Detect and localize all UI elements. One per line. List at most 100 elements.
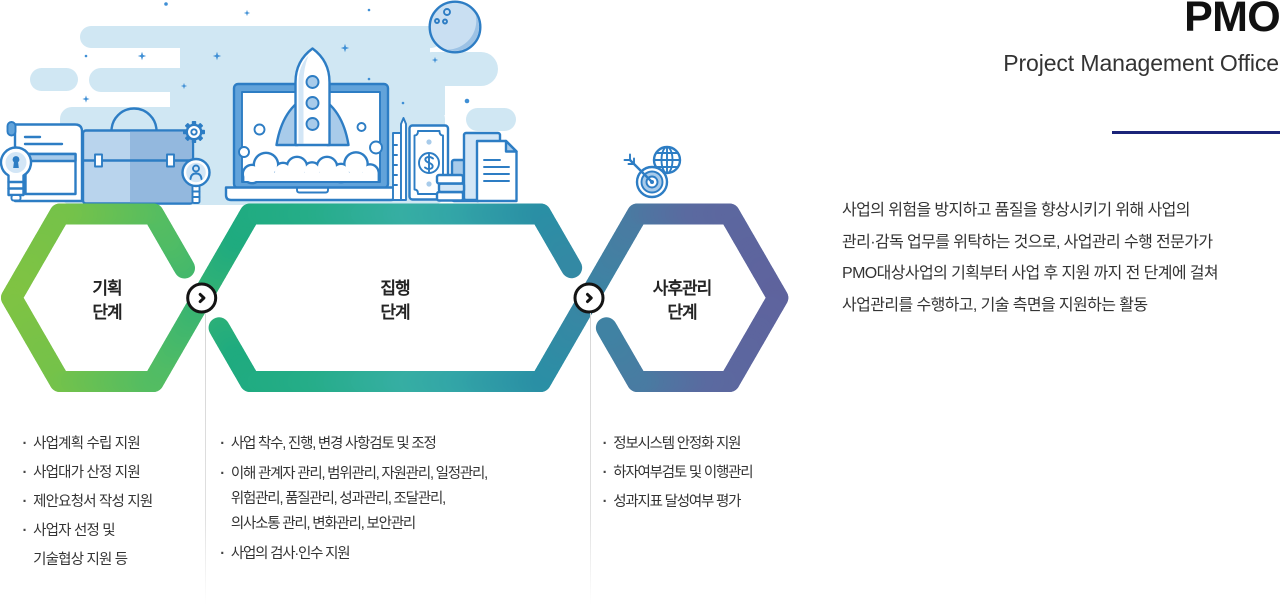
smoke-puff <box>255 154 277 176</box>
bill-dot <box>426 181 432 187</box>
connector-circle <box>573 282 605 314</box>
cloud-band <box>30 68 78 91</box>
description-line: PMO대상사업의 기획부터 사업 후 지원 까지 전 단계에 걸쳐 <box>842 265 1219 282</box>
star-dot-icon <box>367 8 371 12</box>
stage-title-line: 사후관리 <box>652 279 713 298</box>
rocket-fin-right <box>325 101 350 147</box>
bubble-icon <box>253 123 266 136</box>
bullet-icon: · <box>220 545 226 562</box>
task-item: · 사업자 선정 및 기술협상 지원 등 <box>23 517 153 575</box>
bullet-icon: · <box>602 464 608 481</box>
task-text: 기술협상 지원 등 <box>33 551 128 568</box>
stage-label-execution: 집행 단계 <box>325 277 465 325</box>
coin-stack-icon <box>435 173 466 202</box>
gear-icon <box>183 121 205 143</box>
task-text: 의사소통 관리, 변화관리, 보안관리 <box>230 515 416 532</box>
task-text: 사업의 검사·인수 지원 <box>230 545 351 562</box>
flow-band-gradient <box>1 203 789 392</box>
task-item: · 이해 관계자 관리, 범위관리, 자원관리, 일정관리, 위험관리, 품질관… <box>220 462 488 537</box>
task-text: 사업자 선정 및 <box>33 522 116 539</box>
task-item: · 사업 착수, 진행, 변경 사항검토 및 조정 <box>220 432 487 457</box>
moon-disc <box>428 0 482 54</box>
coin <box>435 173 465 185</box>
pen-stick <box>400 117 407 201</box>
column-divider <box>205 313 206 605</box>
globe-grid-lines <box>653 146 681 174</box>
bullet-icon: · <box>602 493 608 510</box>
arrow-icon <box>623 153 653 183</box>
bubble-icon <box>238 146 250 158</box>
task-item: · 하자여부검토 및 이행관리 <box>602 459 754 488</box>
connector-circle <box>186 282 218 314</box>
bubble-icon <box>356 122 367 132</box>
task-list-execution: · 사업 착수, 진행, 변경 사항검토 및 조정 · 이해 관계자 관리, 범… <box>220 432 488 572</box>
bullet-icon: · <box>220 465 226 482</box>
briefcase-shade <box>130 131 192 203</box>
gear-hub <box>190 128 198 136</box>
task-item: · 사업계획 수립 지원 <box>23 430 153 459</box>
briefcase-clasp <box>94 153 103 168</box>
sparkles <box>82 2 470 105</box>
moon-shadow <box>446 15 479 51</box>
laptop-notch <box>296 186 329 194</box>
browser-window-icon <box>24 152 77 196</box>
light-bulb-icon <box>0 146 33 202</box>
bubble-icons <box>238 122 383 158</box>
task-text: 사업계획 수립 지원 <box>33 435 141 452</box>
bullet-icon: · <box>602 435 608 452</box>
bullet-icon: · <box>22 464 28 481</box>
keyhole-slot <box>13 160 19 168</box>
stage-title-line: 기획 <box>92 279 122 298</box>
process-flow-diagram <box>1 203 789 392</box>
arrow-fletching <box>623 153 635 165</box>
rocket-fin-left <box>275 101 300 147</box>
scroll-curl <box>6 121 17 137</box>
briefcase-clasp <box>166 153 175 168</box>
task-text: 위험관리, 품질관리, 성과관리, 조달관리, <box>230 490 446 507</box>
stage-title-line: 집행 <box>380 279 410 298</box>
description-line: 사업의 위험을 방지하고 품질을 향상시키기 위해 사업의 <box>842 202 1190 219</box>
sparkle-icon <box>212 51 222 61</box>
cloud-band <box>415 52 498 86</box>
task-text: 정보시스템 안정화 지원 <box>613 435 741 452</box>
window-title-bar <box>24 152 77 163</box>
star-dot-icon <box>367 77 371 81</box>
bubble-icon <box>369 140 383 155</box>
user-search-icon <box>181 157 211 204</box>
task-item: · 정보시스템 안정화 지원 <box>603 430 753 459</box>
scroll-text-lines <box>23 135 64 146</box>
task-item: · 사업의 검사·인수 지원 <box>220 542 487 567</box>
document-text-lines <box>483 159 510 182</box>
sparkle-icon <box>431 56 439 64</box>
star-dot-icon <box>164 2 168 6</box>
dollar-sign-icon <box>424 153 434 173</box>
smoke-base <box>244 172 378 181</box>
description-line: 관리·감독 업무를 위탁하는 것으로, 사업관리 수행 전문가가 <box>842 233 1213 251</box>
pmo-description: 사업의 위험을 방지하고 품질을 향상시키기 위해 사업의 관리·감독 업무를 … <box>842 195 1219 321</box>
title-underline <box>1112 131 1280 134</box>
bulb-cap <box>10 194 22 202</box>
cloud-band <box>466 108 516 131</box>
task-list-post-management: · 정보시스템 안정화 지원 · 하자여부검토 및 이행관리 · 성과지표 달성… <box>602 430 754 517</box>
star-dot-icon <box>401 101 405 105</box>
document-front <box>475 139 518 203</box>
chevron-right-icon <box>198 292 206 304</box>
globe-icon <box>652 145 682 175</box>
moon-crater <box>434 18 440 24</box>
task-text: 사업 착수, 진행, 변경 사항검토 및 조정 <box>230 435 437 452</box>
task-item: · 사업대가 산정 지원 <box>23 459 153 488</box>
rocket-window <box>305 96 320 110</box>
user-head <box>192 164 200 173</box>
user-shoulders <box>189 172 203 180</box>
task-text: 성과지표 달성여부 평가 <box>613 493 741 510</box>
handle-grip <box>191 190 201 198</box>
moon-crater <box>443 8 451 16</box>
task-item: · 제안요청서 작성 지원 <box>23 488 154 517</box>
next-stage-connector <box>573 282 605 314</box>
sparkle-icon <box>243 9 251 17</box>
stage-label-planning: 기획 단계 <box>37 277 177 325</box>
briefcase-handle <box>110 107 158 133</box>
task-text: 하자여부검토 및 이행관리 <box>613 464 753 481</box>
description-line: 사업관리를 수행하고, 기술 측면을 지원하는 활동 <box>842 296 1148 314</box>
